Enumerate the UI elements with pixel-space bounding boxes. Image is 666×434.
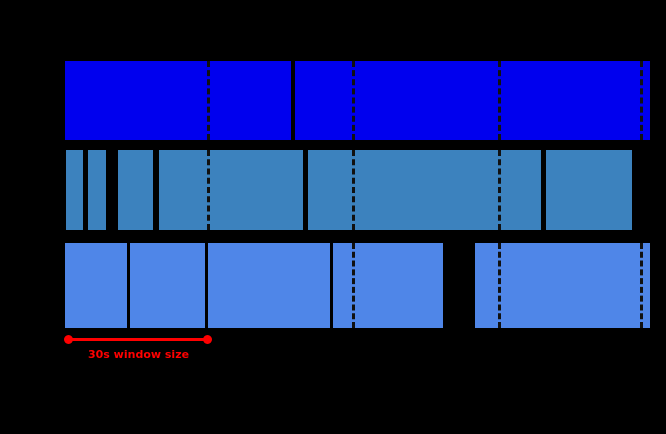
window-boundary-dashed-line [498, 243, 501, 328]
window-boundary-dashed-line [352, 150, 355, 230]
segment-bar [118, 150, 153, 230]
segment-bar [208, 243, 330, 328]
segment-bar [65, 243, 127, 328]
segment-bar [546, 150, 632, 230]
window-boundary-dashed-line [207, 150, 210, 230]
segment-bar [130, 243, 205, 328]
segment-bar [88, 150, 106, 230]
segment-bar [333, 243, 443, 328]
segment-bar [159, 150, 303, 230]
window-boundary-dashed-line [352, 243, 355, 328]
annotation-start-dot [64, 335, 73, 344]
segment-bar [295, 61, 650, 140]
annotation-end-dot [203, 335, 212, 344]
segment-bar [66, 150, 83, 230]
window-boundary-dashed-line [352, 61, 355, 140]
segment-bar [65, 61, 291, 140]
window-boundary-dashed-line [640, 61, 643, 140]
window-boundary-dashed-line [207, 61, 210, 140]
window-boundary-dashed-line [498, 150, 501, 230]
window-boundary-dashed-line [640, 243, 643, 328]
window-size-annotation-label: 30s window size [88, 348, 190, 361]
window-boundary-dashed-line [498, 61, 501, 140]
segment-bar [475, 243, 650, 328]
segment-bar [308, 150, 541, 230]
window-size-annotation-line [68, 338, 207, 341]
